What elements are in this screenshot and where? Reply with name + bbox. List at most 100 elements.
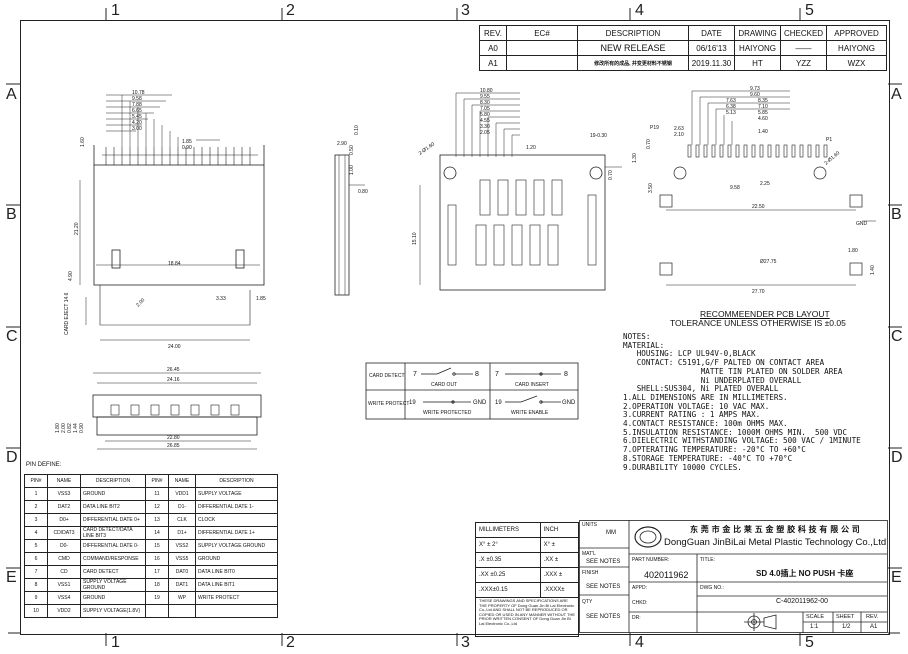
rev-header-drawing: DRAWING xyxy=(734,25,781,41)
matl-label: MAT'L xyxy=(582,551,596,557)
pin-cell: VDD2 xyxy=(47,604,81,618)
rev-cell: A0 xyxy=(479,40,507,56)
zone-right-b: B xyxy=(891,206,902,223)
dim-label: 22.80 xyxy=(167,435,180,441)
zone-bottom-3: 3 xyxy=(461,634,470,651)
dim-label: 1.30 xyxy=(632,153,638,163)
rev-cell: 2019.11.30 xyxy=(688,55,735,71)
pin-cell: SUPPLY VOLTAGE GROUND xyxy=(195,539,278,553)
finish-label: FINISH xyxy=(582,570,599,576)
zone-right-a: A xyxy=(891,86,902,103)
pin-cell: WRITE PROTECT xyxy=(195,591,278,605)
pin-cell: DAT0 xyxy=(168,565,196,579)
pin-cell: CARD DETECT xyxy=(80,565,146,579)
pin-cell: 16 xyxy=(145,552,169,566)
revision-table: REV. EC# DESCRIPTION DATE DRAWING CHECKE… xyxy=(479,25,887,71)
pin-header: PIN# xyxy=(24,474,48,488)
rev-cell: —— xyxy=(780,40,827,56)
dim-label: 1.40 xyxy=(758,129,768,135)
pin-cell: DIFFERENTIAL DATE 0+ xyxy=(80,513,146,527)
switch-caption: WRITE PROTECTED xyxy=(423,410,472,416)
switch-pin: 7 xyxy=(413,371,417,378)
dim-label: 3.00 xyxy=(132,126,142,132)
dim-label: 3.30 xyxy=(480,124,490,130)
pin-cell: DATA LINE BIT2 xyxy=(80,500,146,514)
bottom-view-drawing: 26.45 24.16 22.80 26.85 1.80 2.00 0.82 1… xyxy=(55,367,262,450)
dim-label: 9.60 xyxy=(750,92,760,98)
sheet-value: 1/2 xyxy=(842,624,851,630)
dim-label: 2-Ø1.60 xyxy=(823,150,841,166)
pin-cell: 13 xyxy=(145,513,169,527)
dim-label: 0.50 xyxy=(349,145,355,155)
zone-left-d: D xyxy=(6,449,18,466)
dim-label: 27.70 xyxy=(752,289,765,295)
dim-label: 0.82 xyxy=(67,423,73,433)
dim-label: 7.10 xyxy=(758,104,768,110)
rev-cell xyxy=(506,40,578,56)
pin-cell: CMD xyxy=(47,552,81,566)
dim-label: 1.85 xyxy=(256,296,266,302)
tol-cell: .XX ± xyxy=(539,552,580,568)
pin-cell: DAT2 xyxy=(47,500,81,514)
pcb-tolerance: TOLERANCE UNLESS OTHERWISE IS ±0.05 xyxy=(670,318,846,328)
rev-cell: A1 xyxy=(479,55,507,71)
dim-label: 1.00 xyxy=(349,165,355,175)
chkd-label: CHKD: xyxy=(632,600,648,606)
pin-cell: D0- xyxy=(47,539,81,553)
dim-label: 1.85 xyxy=(182,139,192,145)
switch-caption: WRITE ENABLE xyxy=(511,410,549,416)
zone-top-3: 3 xyxy=(461,2,470,19)
dim-label: 2-Ø1.60 xyxy=(418,141,436,156)
pin-cell: GROUND xyxy=(80,591,146,605)
pin-define-title: PIN DEFINE: xyxy=(26,462,62,468)
tol-cell: .XX ±0.25 xyxy=(475,567,541,583)
dim-label: 2.63 xyxy=(674,126,684,132)
dim-label: 0.70 xyxy=(646,139,652,149)
zone-top-4: 4 xyxy=(635,2,644,19)
units-value: MM xyxy=(606,530,616,536)
drawing-title: SD 4.0插上 NO PUSH 卡座 xyxy=(756,569,854,578)
units-label: UNITS xyxy=(582,522,597,528)
dim-label: 0.80 xyxy=(358,189,368,195)
front-view-drawing: 10.78 9.58 7.88 6.65 5.45 4.20 3.00 1.85… xyxy=(64,90,266,350)
finish-value: SEE NOTES xyxy=(586,584,621,590)
dim-label: 2.00 xyxy=(135,297,146,308)
pin-header: NAME xyxy=(168,474,196,488)
dim-label: 0.10 xyxy=(354,125,360,135)
dim-label: 15.10 xyxy=(412,232,418,245)
pin-cell: CD/DAT3 xyxy=(47,526,81,540)
projection-symbol-icon xyxy=(744,613,777,631)
pin-cell: 14 xyxy=(145,526,169,540)
pin-cell: 10 xyxy=(24,604,48,618)
rev-row: A1 修改所有的成品, 并变更材料不锈钢 2019.11.30 HT YZZ W… xyxy=(479,55,887,71)
pin-header: NAME xyxy=(47,474,81,488)
zone-bottom-5: 5 xyxy=(805,634,814,651)
side-view-drawing: 2.90 0.50 0.10 1.00 0.80 xyxy=(334,125,368,296)
dim-label: 5.80 xyxy=(480,112,490,118)
pin-cell: 18 xyxy=(145,578,169,592)
pcb-layout-title: RECOMMEENDER PCB LAYOUT xyxy=(700,309,830,319)
pcb-layout-drawing: 9.73 9.60 8.35 7.63 7.10 6.38 5.85 5.13 … xyxy=(632,86,876,295)
switch-label-write-protect: WRITE PROTECT xyxy=(368,401,409,407)
dim-label: P1 xyxy=(826,137,832,143)
top-view-drawing: 10.80 9.55 8.30 7.05 5.80 4.55 3.30 2.05… xyxy=(412,88,622,291)
matl-value: SEE NOTES xyxy=(586,559,621,565)
dwg-number: C-402011962-00 xyxy=(776,598,829,605)
rev-cell: HAIYONG xyxy=(734,40,781,56)
dim-label: 10.80 xyxy=(480,88,493,94)
dim-label: 9.55 xyxy=(480,94,490,100)
pin-cell: 15 xyxy=(145,539,169,553)
tol-disclaimer: THESE DRAWINGS AND SPECIFICATIONS ARE TH… xyxy=(475,597,579,637)
pin-cell: 1 xyxy=(24,487,48,501)
dim-label: 22.50 xyxy=(752,204,765,210)
appd-label: APPD: xyxy=(632,585,648,591)
rev-row: A0 NEW RELEASE 06/16'13 HAIYONG —— HAIYO… xyxy=(479,40,887,56)
rev-cell: 修改所有的成品, 并变更材料不锈钢 xyxy=(577,55,689,71)
pin-cell: 6 xyxy=(24,552,48,566)
dwg-label: DWG NO.: xyxy=(700,585,724,591)
pin-cell: VSS1 xyxy=(47,578,81,592)
